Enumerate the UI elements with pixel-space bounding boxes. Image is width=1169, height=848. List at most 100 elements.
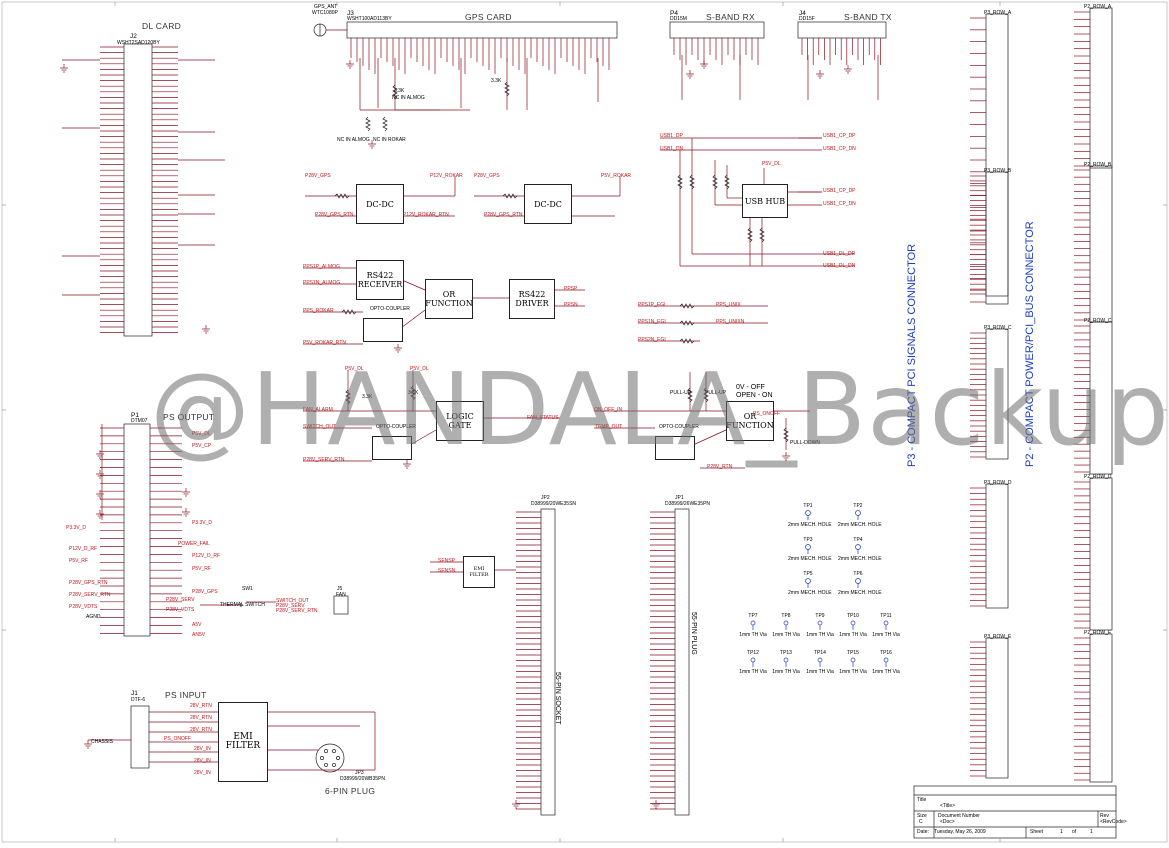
resistor xyxy=(502,193,518,199)
net-p33v-d-ps: P3.3V_D xyxy=(192,520,213,526)
ps-output-part: DTM07 xyxy=(131,418,148,424)
resistor xyxy=(341,309,357,315)
net-p12v-d-rf: P12V_D_RF xyxy=(192,553,221,559)
net-p28v-gps-1: P28V_GPS xyxy=(305,173,331,179)
p3-row-a xyxy=(985,13,1009,305)
test-point-label: 2mm MECH. HOLE xyxy=(788,590,832,596)
net-pps1n-almog: PPS1N_ALMOG xyxy=(303,280,341,286)
net-pps2n-egi: PPS2N_EGI xyxy=(638,337,666,343)
sband-tx-part: DD15F xyxy=(799,16,815,22)
title-block-title-value: <Title> xyxy=(940,803,956,809)
title-block-date-value: Tuesday, May 26, 2009 xyxy=(934,829,986,835)
resistor xyxy=(679,320,695,326)
via-label: 1mm TH Via xyxy=(872,669,900,675)
via-ref: TP10 xyxy=(847,613,859,619)
p2-row-c xyxy=(1089,321,1113,475)
six-pin-plug-pin xyxy=(324,749,328,754)
title-block-title-label: Title xyxy=(917,797,927,803)
dc-dc-block-2: DC-DC xyxy=(524,184,572,224)
net-p28v-serv-fan: P28V_SERV xyxy=(276,603,305,609)
opto-coupler-1 xyxy=(363,318,403,342)
via-ref: TP15 xyxy=(847,650,859,656)
net-p5v-rf-left: P5V_RF xyxy=(69,558,88,564)
test-point-ref: TP4 xyxy=(853,537,863,543)
net-p5v-dl-1: P5V_DL xyxy=(345,366,364,372)
via-symbol xyxy=(850,657,856,663)
net-usb1-cp-dn-2: USB1_CP_DN xyxy=(823,201,856,207)
sband-rx-title: S-BAND RX xyxy=(706,12,755,22)
via-symbol xyxy=(750,657,756,663)
dc-dc-block-1: DC-DC xyxy=(356,184,404,224)
title-block-size-label: Size xyxy=(917,813,927,819)
net-on-off-in: ON_OFF_IN xyxy=(594,407,623,413)
or-function-block-1: OR FUNCTION xyxy=(425,279,473,319)
net-fan-status: FAN_STATUS xyxy=(527,415,559,421)
net-usb1-dn: USB1_DN xyxy=(660,146,684,152)
net-p5v-rokar: P5V_ROKAR xyxy=(601,173,632,179)
jp1-connector xyxy=(674,508,690,816)
title-block-sheet-value: 1 xyxy=(1060,829,1063,835)
test-point-symbol xyxy=(805,578,811,584)
via-ref: TP14 xyxy=(814,650,826,656)
sw1-ref: SW1 xyxy=(242,586,253,592)
six-pin-plug-pin xyxy=(332,749,336,754)
via-label: 1mm TH Via xyxy=(772,632,800,638)
opto3-to-or xyxy=(692,429,727,446)
net-usb1-cp-dp-2: USB1_CP_DP xyxy=(823,188,856,194)
net-usb1-dl-dn: USB1_DL_DN xyxy=(823,263,856,269)
via-symbol xyxy=(783,620,789,626)
dl-card-ref: J2 xyxy=(130,33,137,40)
net-p28v-serv-rtn-ps: P28V_SERV_RTN xyxy=(69,592,111,598)
row-label-p3_row_e: P3_ROW_E xyxy=(984,634,1012,640)
net-p5v-rf: P5V_RF xyxy=(192,566,211,572)
via-ref: TP11 xyxy=(880,613,892,619)
opto-coupler-3 xyxy=(655,436,695,460)
title-block-sheet-label: Sheet xyxy=(1030,829,1044,835)
or-function-block-2: OR FUNCTION xyxy=(726,401,774,441)
net-sense-n: SENSN xyxy=(438,568,456,574)
test-point-symbol xyxy=(855,544,861,550)
resistor xyxy=(724,174,730,190)
nc-in-almog-note-2: NC IN ALMOG xyxy=(337,137,370,143)
via-label: 1mm TH Via xyxy=(839,632,867,638)
jp3-part: D38999/20WB35PN xyxy=(340,776,386,782)
test-point-symbol xyxy=(855,510,861,516)
j5-part: FAN xyxy=(336,592,346,598)
net-temp-out: TEMP_OUT xyxy=(595,424,623,430)
net-pps1n-egi: PPS1N_EGI xyxy=(638,319,666,325)
resistor xyxy=(392,84,398,100)
usb-hub-block: USB HUB xyxy=(742,184,788,218)
net-p28v-rtn: P28V_RTN xyxy=(707,464,733,470)
title-block-of-value: 1 xyxy=(1090,829,1093,835)
row-label-p2_row_c: P2_ROW_C xyxy=(1084,318,1112,324)
net-p12v-rokar: P12V_ROKAR xyxy=(430,173,463,179)
via-ref: TP8 xyxy=(781,613,791,619)
net-p5v-dl-2: P5V_DL xyxy=(410,366,429,372)
opto1-to-or xyxy=(400,309,426,329)
opto-coupler-2 xyxy=(372,436,412,460)
gps-card-ref: J3 xyxy=(347,10,354,17)
net-pps1p-egi: PPS1P_EGI xyxy=(638,302,666,308)
power-off-on-note: 0V - OFF OPEN - ON xyxy=(736,384,773,399)
six-pin-plug-pin xyxy=(320,756,324,760)
opto2-to-gate xyxy=(409,429,437,446)
logic-gate-block: LOGIC GATE xyxy=(436,401,484,441)
net-28v-rtn-1: 28V_RTN xyxy=(190,703,212,709)
resistor xyxy=(677,174,683,190)
test-point-ref: TP3 xyxy=(803,537,813,543)
net-switch-out-fan: SWITCH_OUT xyxy=(276,598,310,604)
via-ref: TP9 xyxy=(815,613,825,619)
gps-card-connector xyxy=(346,21,618,39)
test-point-label: 2mm MECH. HOLE xyxy=(838,556,882,562)
test-point-ref: TP6 xyxy=(853,571,863,577)
pull-down-note: PULL-DOWN xyxy=(790,440,821,446)
emi-filter-block-large: EMI FILTER xyxy=(218,702,268,782)
via-ref: TP16 xyxy=(880,650,892,656)
test-point-symbol xyxy=(855,578,861,584)
resistor xyxy=(410,385,416,401)
title-block-of-label: of xyxy=(1072,829,1077,835)
net-switch-out: SWITCH_OUT xyxy=(303,424,337,430)
net-p28v-gps-rtn-1: P28V_GPS_RTN xyxy=(315,212,354,218)
resistor-3k3-4: 3.3K xyxy=(408,390,419,396)
net-28v-rtn-3: 28V_RTN xyxy=(190,727,212,733)
